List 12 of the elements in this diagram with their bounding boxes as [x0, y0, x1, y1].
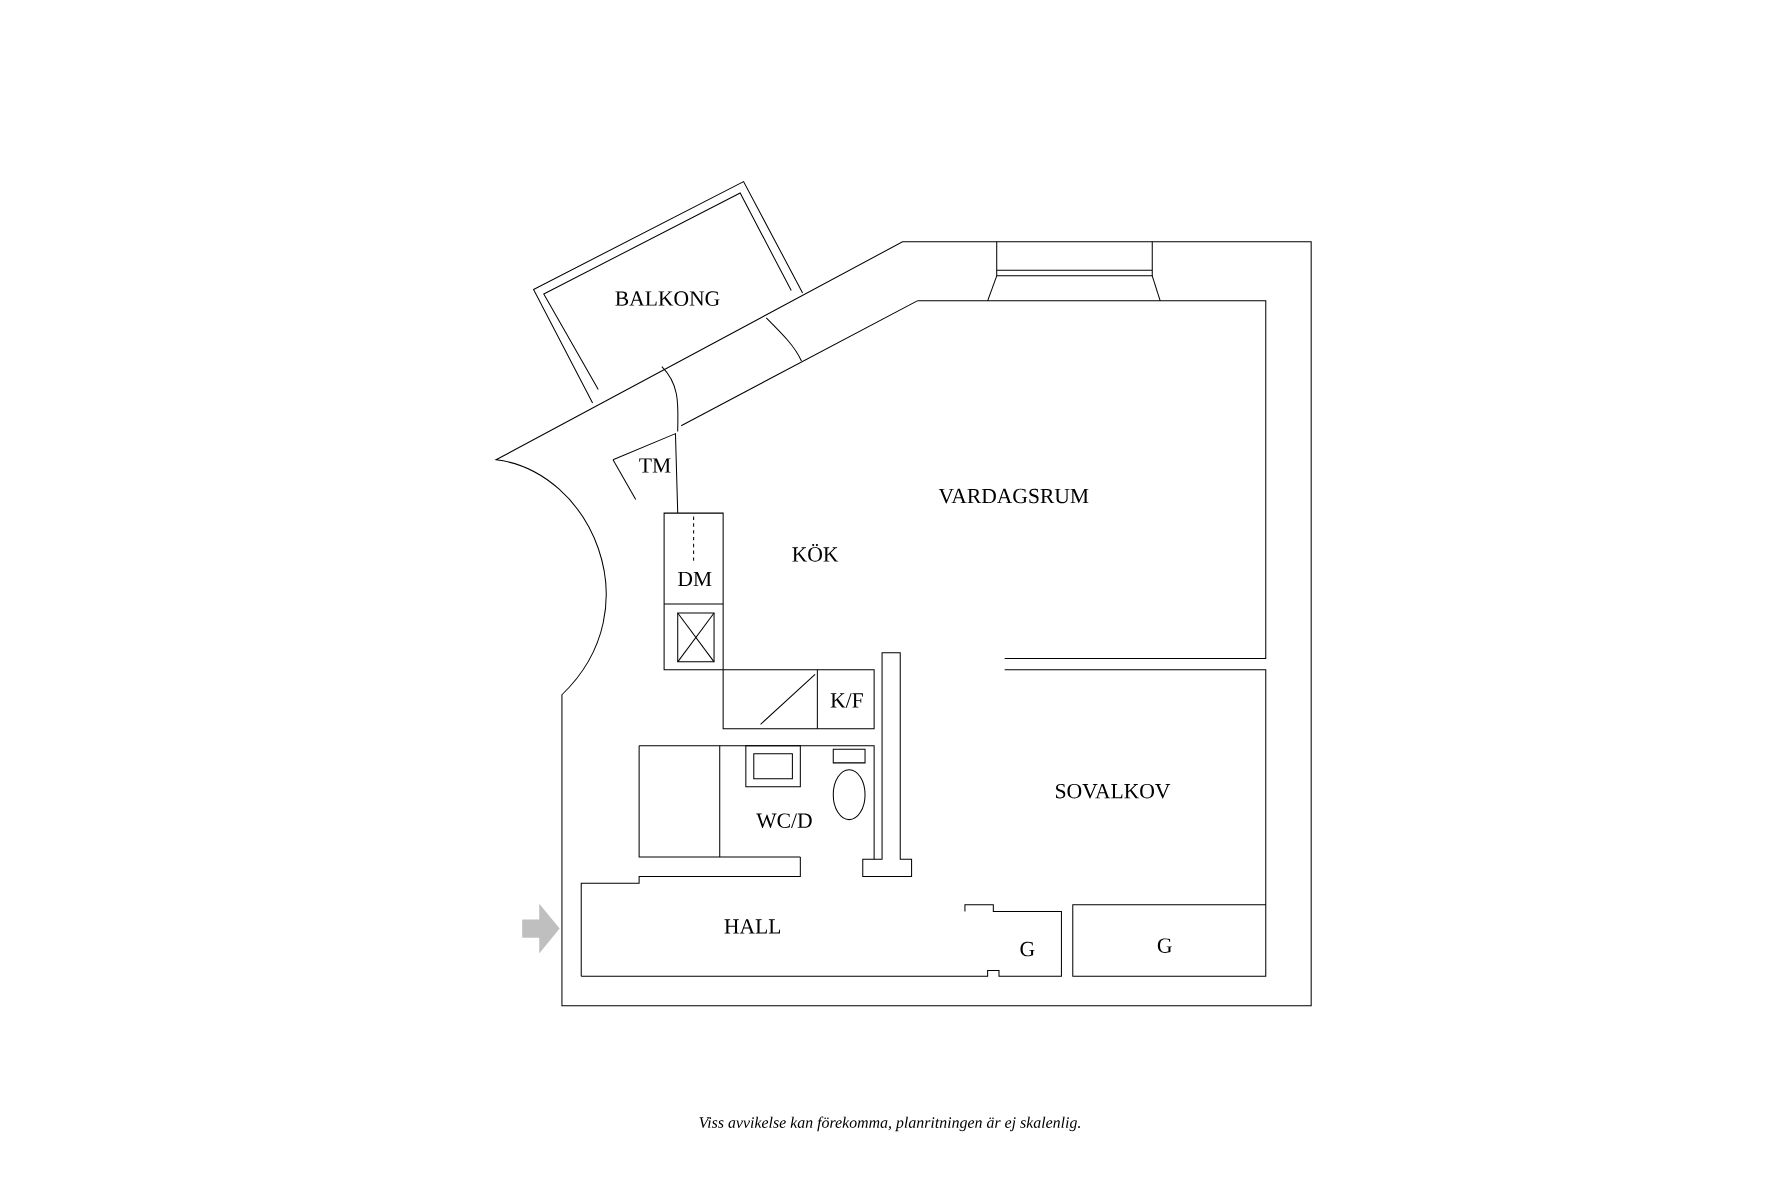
room-label: SOVALKOV [1056, 783, 1171, 799]
room-label: K/F [830, 693, 863, 708]
room-label: DM [678, 571, 712, 586]
room-label: WC/D [756, 813, 812, 828]
room-label: HALL [724, 919, 781, 934]
room-label: TM [639, 458, 671, 473]
room-label: G [1020, 941, 1035, 957]
room-label: KÖK [792, 543, 839, 562]
room-label: VARDAGSRUM [938, 488, 1089, 504]
caption: Viss avvikelse kan förekomma, planritningen är ej skalenlig. [699, 1116, 1080, 1131]
room-label: BALKONG [615, 291, 720, 306]
room-label: G [1157, 938, 1172, 953]
